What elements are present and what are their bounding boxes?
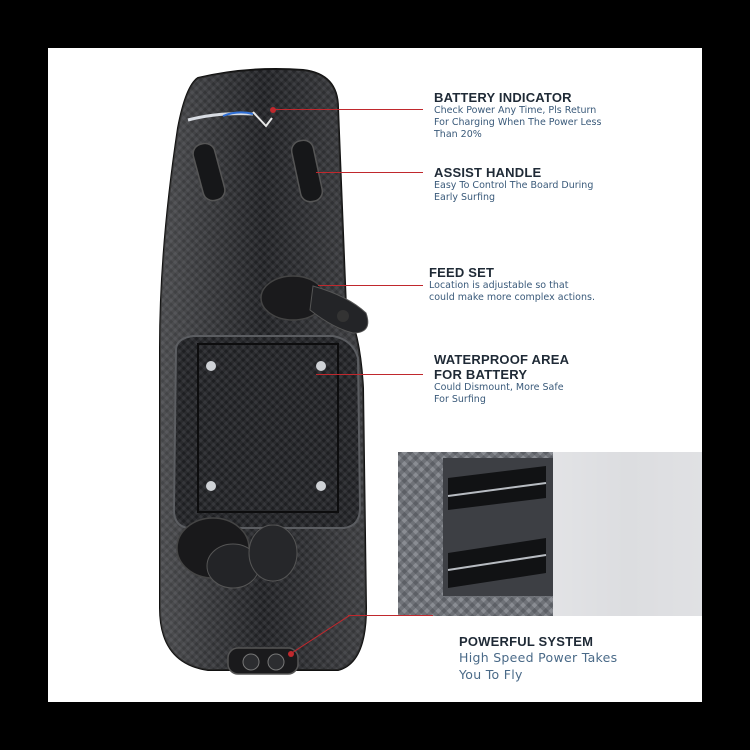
product-canvas: BATTERY INDICATOR Check Power Any Time, … [48,48,702,702]
foot-strap-upper [260,275,369,334]
callout-line-feed-set [318,285,423,287]
callout-powerful-system: POWERFUL SYSTEM High Speed Power Takes Y… [459,634,659,683]
callout-desc-line: For Surfing [434,394,486,405]
callout-title: WATERPROOF AREA [434,352,570,367]
callout-desc-line: Easy To Control The Board During [434,180,594,191]
callout-assist-handle: ASSIST HANDLE Easy To Control The Board … [434,165,634,204]
callout-line-powerful-system-2 [348,615,433,617]
callout-waterproof-area: WATERPROOF AREA FOR BATTERY Could Dismou… [434,352,634,406]
callout-desc-line: High Speed Power Takes [459,650,618,665]
callout-title: ASSIST HANDLE [434,165,542,180]
callout-line-waterproof-area [316,374,423,376]
battery-indicator [187,107,276,128]
callout-title: BATTERY INDICATOR [434,90,572,105]
foot-strap-lower [176,517,298,589]
callout-title: FEED SET [429,265,495,280]
tail-jet [227,647,299,675]
callout-desc-line: Early Surfing [434,192,496,203]
callout-desc-line: Location is adjustable so that [429,280,569,291]
callout-desc-line: For Charging When The Power Less [434,117,602,128]
jetboard-illustration [159,68,702,675]
callout-desc-line: Than 20% [434,129,482,140]
battery-hatch [172,335,362,529]
callout-title: FOR BATTERY [434,367,528,382]
inset-photo-jet-channel [398,452,702,616]
callout-line-battery-indicator [273,109,423,111]
callout-title: POWERFUL SYSTEM [459,634,594,649]
assist-handles [192,139,324,203]
callout-desc-line: You To Fly [459,667,523,682]
callout-desc-line: Check Power Any Time, Pls Return [434,105,597,116]
callout-feed-set: FEED SET Location is adjustable so that … [429,265,639,304]
callout-desc-line: could make more complex actions. [429,292,595,303]
callout-battery-indicator: BATTERY INDICATOR Check Power Any Time, … [434,90,634,141]
callout-line-assist-handle [316,172,423,174]
callout-desc-line: Could Dismount, More Safe [434,382,564,393]
